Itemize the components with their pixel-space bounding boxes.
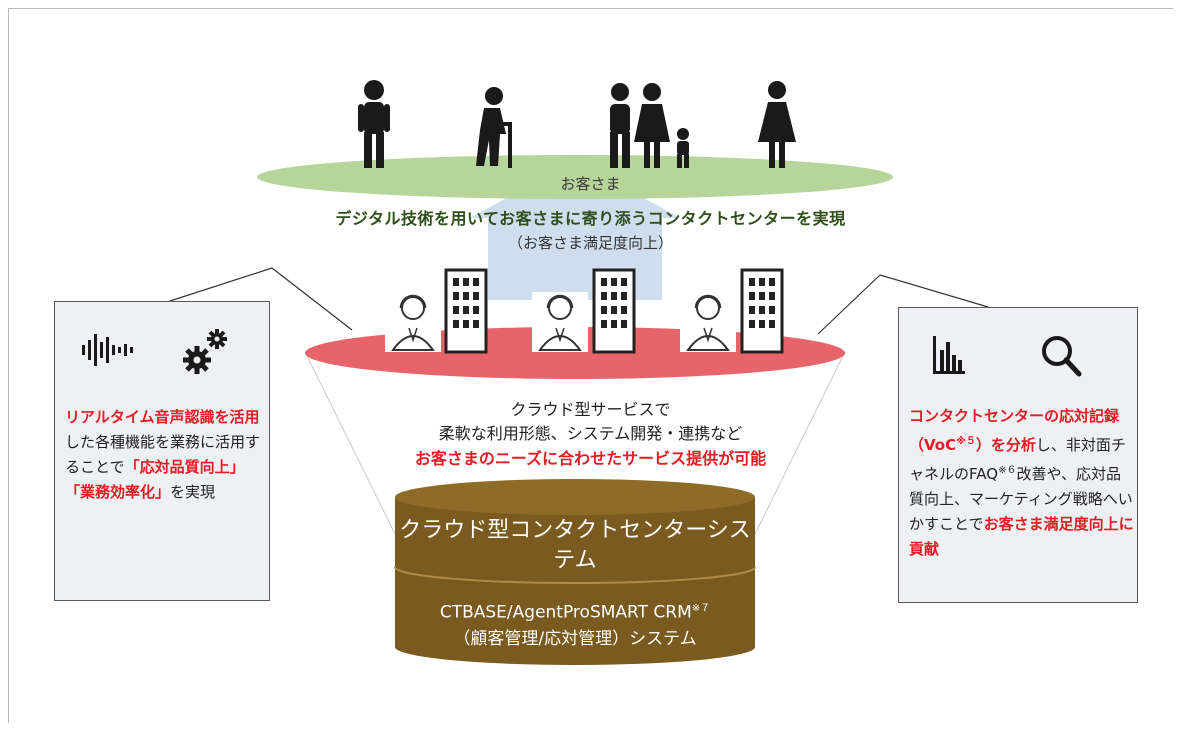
left-panel: リアルタイム音声認識を活用した各種機能を業務に活用することで「応対品質向上」「業… [54, 301, 270, 601]
left-text-2: を実現 [170, 483, 216, 501]
operator-icon [385, 292, 441, 352]
drum-system: CTBASE/AgentProSMART CRM※７ （顧客管理/応対管理）シス… [395, 596, 755, 652]
right-panel: コンタクトセンターの応対記録（VoC※５）を分析し、非対面チャネルのFAQ※６改… [898, 307, 1138, 603]
figure-frame [8, 8, 1173, 723]
right-red-2: お客さま満足度向上に貢献 [909, 515, 1134, 558]
drum-system-note: ※７ [691, 603, 711, 614]
building-icon [444, 268, 488, 354]
left-text-1: した各種機能を業務に活用することで [65, 433, 261, 476]
headline-sub: （お客さま満足度向上） [507, 234, 673, 252]
right-panel-icons [933, 336, 1082, 377]
right-red-1: コンタクトセンターの応対記録（VoC [909, 407, 1120, 454]
right-text-2: 改善や、応対品質向上、マーケティング戦略へいかすことで [909, 465, 1133, 533]
bar-chart-icon [933, 336, 965, 374]
contact-center-icons [385, 268, 784, 354]
left-panel-text: リアルタイム音声認識を活用した各種機能を業務に活用することで「応対品質向上」「業… [65, 405, 265, 505]
headline: デジタル技術を用いてお客さまに寄り添うコンタクトセンターを実現 [335, 209, 846, 228]
cloud-line-3: お客さまのニーズに合わせたサービス提供が可能 [414, 449, 767, 468]
right-red-1b: ）を分析 [975, 436, 1036, 454]
cloud-line-2: 柔軟な利用形態、システム開発・連携など [438, 424, 743, 443]
funnel [304, 351, 846, 541]
gears-icon [183, 329, 227, 374]
customer-ellipse [257, 155, 893, 199]
right-note-2: ※６ [998, 465, 1017, 476]
people-icons [358, 80, 796, 168]
operator-icon [532, 292, 588, 352]
man-icon [358, 80, 390, 168]
right-text-1: し、非対面チャネルのFAQ [909, 436, 1126, 483]
drum-title: クラウド型コンタクトセンターシステム [399, 518, 751, 573]
connector-lines [169, 267, 989, 335]
operator-icon [680, 292, 736, 352]
right-note-1: ※５ [956, 436, 976, 447]
left-red-2: 「応対品質向上」「業務効率化」 [65, 458, 245, 501]
customers-label: お客さま [560, 175, 621, 193]
woman-icon [758, 81, 796, 168]
left-red-1: リアルタイム音声認識を活用 [65, 408, 260, 426]
drum-system-main: CTBASE/AgentProSMART CRM [439, 602, 692, 623]
family-icon [610, 83, 689, 168]
system-drum [394, 479, 756, 665]
left-panel-icons [82, 329, 227, 374]
building-icon [740, 268, 784, 354]
sound-wave-icon [82, 334, 133, 366]
drum-system-sub: （顧客管理/応対管理）システム [453, 628, 697, 649]
building-icon [592, 268, 636, 354]
magnifier-icon [1042, 336, 1082, 377]
right-panel-text: コンタクトセンターの応対記録（VoC※５）を分析し、非対面チャネルのFAQ※６改… [909, 404, 1135, 562]
cloud-line-1: クラウド型サービスで [510, 400, 671, 419]
elderly-person-icon [476, 87, 512, 168]
